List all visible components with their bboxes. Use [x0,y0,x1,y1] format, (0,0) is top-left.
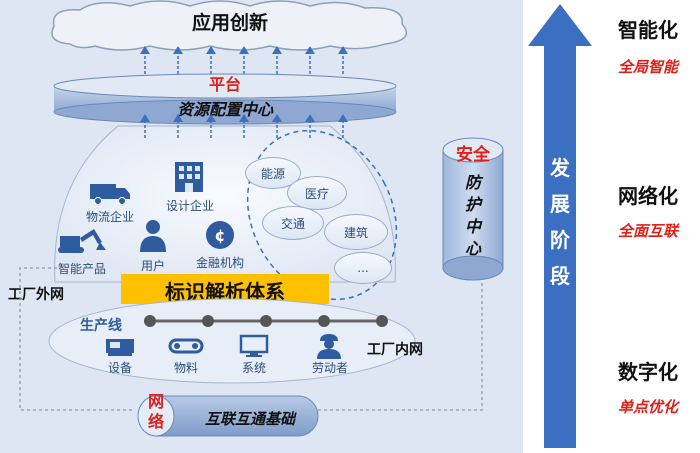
stage-networked-title: 网络化 [618,184,678,208]
material-label: 物料 [173,361,198,375]
security-subtitle: 防护中心 [464,173,481,258]
building-icon [175,162,203,192]
actor-finance-label: 金融机构 [195,256,244,270]
development-arrow [528,4,592,448]
stage-networked-subtitle: 全面互联 [617,222,678,240]
stage-intelligent-title: 智能化 [618,18,678,42]
network-subtitle: 互联互通基础 [204,410,295,428]
industry-group-outline [246,129,398,301]
app-innovation-label: 应用创新 [191,12,268,34]
svg-text:¢: ¢ [214,226,225,245]
platform-title: 平台 [208,75,241,94]
upper-arrows [140,46,348,74]
production-line-track [144,315,388,327]
ecosystem-sphere [54,125,396,283]
stage-intelligent-subtitle: 全局智能 [617,58,678,76]
worker-icon [317,334,341,359]
industry-construction: 建筑 [324,214,388,250]
development-label: 发展阶段 [550,156,570,288]
truck-icon [90,184,130,205]
excavator-icon [58,229,106,253]
network-link-dashed [19,250,483,411]
actor-logistics-label: 物流企业 [85,210,134,224]
network-title: 网络 [147,392,164,431]
industry-medical: 医疗 [287,176,347,210]
industry-more: ... [334,252,392,284]
finance-icon: ¢ [206,221,234,249]
worker-label: 劳动者 [311,361,348,375]
user-icon [140,220,166,252]
security-title: 安全 [456,145,490,165]
actor-smart-product-label: 智能产品 [57,262,106,276]
security-cylinder [442,137,504,281]
factory-external-label: 工厂外网 [8,287,64,303]
platform-arrows [140,114,348,138]
stage-digital-subtitle: 单点优化 [617,398,678,416]
production-line-title: 生产线 [80,318,122,334]
actor-design-label: 设计企业 [165,199,214,213]
stage-digital-title: 数字化 [618,360,678,384]
network-cylinder [137,395,319,437]
system-label: 系统 [241,361,266,375]
factory-internal-label: 工厂内网 [367,342,423,358]
industry-transport: 交通 [262,206,324,240]
actor-user-label: 用户 [140,259,165,273]
equipment-label: 设备 [107,361,132,375]
platform-disc [53,73,397,125]
platform-subtitle: 资源配置中心 [176,100,273,119]
monitor-icon [239,334,269,357]
equipment-icon [106,339,134,356]
material-icon [168,338,204,354]
